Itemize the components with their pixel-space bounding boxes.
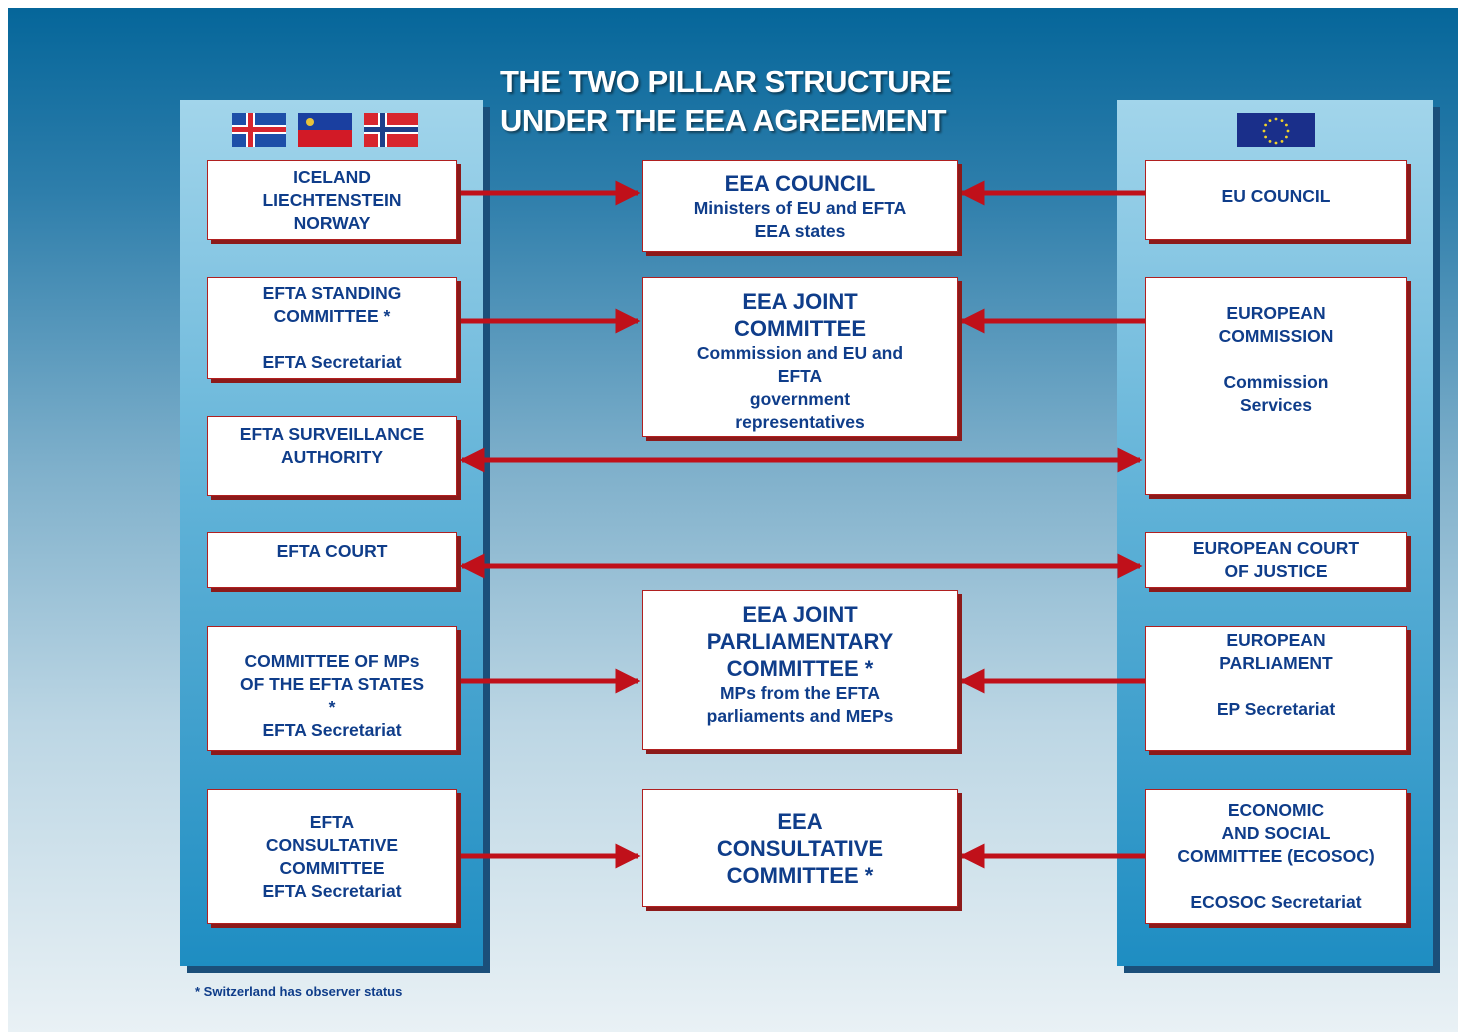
european-commission-box: EUROPEAN COMMISSION Commission Services bbox=[1145, 277, 1407, 495]
eea-jpc-head-3: COMMITTEE * bbox=[726, 656, 874, 681]
state-norway: NORWAY bbox=[293, 212, 371, 233]
ecj-line-2: OF JUSTICE bbox=[1224, 561, 1328, 581]
surveillance-line-2: AUTHORITY bbox=[280, 447, 384, 467]
eea-joint-parliamentary-box: EEA JOINT PARLIAMENTARY COMMITTEE * MPs … bbox=[642, 590, 958, 750]
commission-services-2: Services bbox=[1239, 395, 1312, 415]
state-iceland: ICELAND bbox=[293, 166, 371, 187]
title-line-1: THE TWO PILLAR STRUCTURE bbox=[500, 64, 952, 99]
commission-services-1: Commission bbox=[1223, 372, 1329, 392]
european-parliament-box: EUROPEAN PARLIAMENT EP Secretariat bbox=[1145, 626, 1407, 751]
eea-council-box: EEA COUNCIL Ministers of EU and EFTA EEA… bbox=[642, 160, 958, 252]
eea-consultative-head-2: CONSULTATIVE bbox=[716, 835, 884, 861]
commission-line-2: COMMISSION bbox=[1218, 326, 1334, 346]
eea-jpc-line-2: parliaments and MEPs bbox=[706, 706, 894, 726]
mps-line-2: OF THE EFTA STATES bbox=[239, 673, 425, 694]
commission-line-1: EUROPEAN bbox=[1226, 303, 1326, 323]
eea-joint-head-1: EEA JOINT bbox=[742, 289, 858, 314]
liechtenstein-flag bbox=[298, 113, 352, 147]
efta-court-box: EFTA COURT bbox=[207, 532, 457, 588]
efta-consultative-line-2: CONSULTATIVE bbox=[265, 834, 399, 855]
ecosoc-line-1: ECONOMIC bbox=[1227, 800, 1325, 820]
mps-secretariat: EFTA Secretariat bbox=[262, 719, 402, 740]
iceland-flag bbox=[232, 113, 286, 147]
eea-council-line-2: EEA states bbox=[754, 220, 846, 241]
standing-committee-title: EFTA STANDING bbox=[262, 283, 402, 303]
eu-council-label: EU COUNCIL bbox=[1221, 185, 1331, 206]
eea-consultative-box: EEA CONSULTATIVE COMMITTEE * bbox=[642, 789, 958, 907]
mps-line-1: COMMITTEE OF MPs bbox=[244, 650, 420, 671]
mps-line-3: * bbox=[328, 696, 336, 717]
eea-jpc-head-2: PARLIAMENTARY bbox=[706, 629, 894, 654]
state-liechtenstein: LIECHTENSTEIN bbox=[262, 189, 402, 210]
efta-consultative-line-1: EFTA bbox=[309, 811, 355, 832]
ecosoc-box: ECONOMIC AND SOCIAL COMMITTEE (ECOSOC) E… bbox=[1145, 789, 1407, 924]
norway-flag bbox=[364, 113, 418, 147]
title-line-2: UNDER THE EEA AGREEMENT bbox=[500, 103, 947, 138]
eea-joint-line-4: representatives bbox=[735, 412, 865, 432]
ep-line-1: EUROPEAN bbox=[1226, 630, 1326, 650]
eea-consultative-head-1: EEA bbox=[777, 808, 823, 834]
eea-jpc-head-1: EEA JOINT bbox=[742, 602, 858, 627]
standing-committee-secretariat: EFTA Secretariat bbox=[262, 352, 402, 372]
eea-joint-line-1: Commission and EU and bbox=[696, 343, 904, 363]
ecosoc-line-3: COMMITTEE (ECOSOC) bbox=[1177, 846, 1375, 866]
efta-consultative-secretariat: EFTA Secretariat bbox=[262, 880, 402, 901]
ep-secretariat: EP Secretariat bbox=[1216, 699, 1336, 719]
efta-consultative-line-3: COMMITTEE bbox=[279, 857, 385, 878]
efta-standing-committee-box: EFTA STANDING COMMITTEE * EFTA Secretari… bbox=[207, 277, 457, 379]
eea-joint-head-2: COMMITTEE bbox=[734, 316, 866, 341]
efta-mps-committee-box: COMMITTEE OF MPs OF THE EFTA STATES * EF… bbox=[207, 626, 457, 751]
eu-council-box: EU COUNCIL bbox=[1145, 160, 1407, 240]
efta-consultative-box: EFTA CONSULTATIVE COMMITTEE EFTA Secreta… bbox=[207, 789, 457, 924]
eea-consultative-head-3: COMMITTEE * bbox=[726, 862, 874, 888]
surveillance-line-1: EFTA SURVEILLANCE bbox=[239, 424, 425, 444]
european-court-box: EUROPEAN COURT OF JUSTICE bbox=[1145, 532, 1407, 588]
eea-joint-line-2: EFTA bbox=[777, 366, 823, 386]
eea-joint-committee-box: EEA JOINT COMMITTEE Commission and EU an… bbox=[642, 277, 958, 437]
ep-line-2: PARLIAMENT bbox=[1219, 653, 1333, 673]
eea-joint-line-3: government bbox=[749, 389, 851, 409]
ecj-line-1: EUROPEAN COURT bbox=[1192, 538, 1360, 558]
efta-surveillance-box: EFTA SURVEILLANCE AUTHORITY bbox=[207, 416, 457, 496]
eea-council-line-1: Ministers of EU and EFTA bbox=[693, 197, 907, 218]
standing-committee-title-2: COMMITTEE * bbox=[273, 306, 391, 326]
eea-jpc-line-1: MPs from the EFTA bbox=[719, 683, 881, 703]
footnote: * Switzerland has observer status bbox=[195, 984, 403, 999]
slide-title: THE TWO PILLAR STRUCTURE UNDER THE EEA A… bbox=[500, 62, 1060, 140]
efta-court-label: EFTA COURT bbox=[276, 541, 388, 561]
ecosoc-secretariat: ECOSOC Secretariat bbox=[1190, 892, 1362, 912]
ecosoc-line-2: AND SOCIAL bbox=[1221, 823, 1331, 843]
eu-flag bbox=[1237, 113, 1315, 147]
eea-council-head: EEA COUNCIL bbox=[724, 170, 876, 196]
efta-states-box: ICELAND LIECHTENSTEIN NORWAY bbox=[207, 160, 457, 240]
